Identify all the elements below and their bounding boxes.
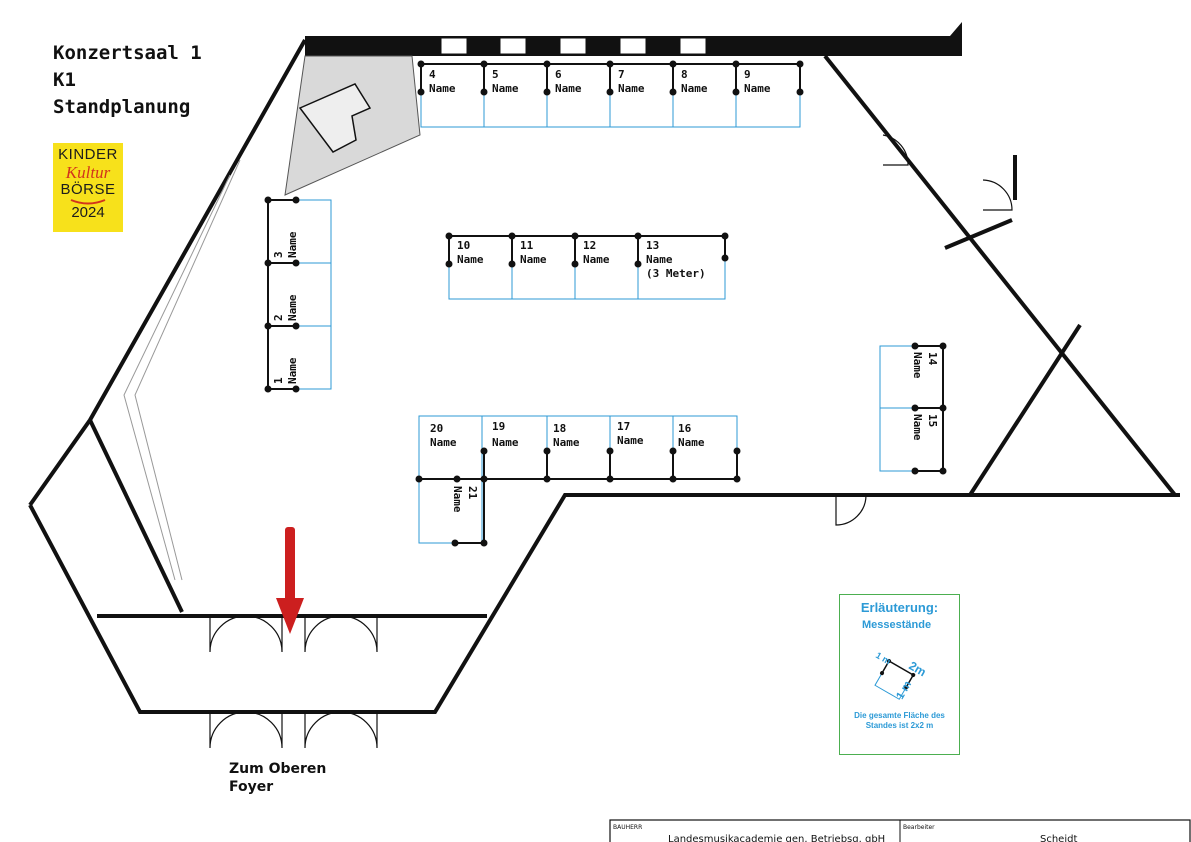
stand-20-number: 20 (430, 422, 443, 435)
stands-column-right: 14 Name 15 Name (879, 342, 947, 475)
stand-13-number: 13 (646, 239, 659, 252)
stand-2-number: 2 (272, 314, 285, 321)
legend-title: Erläuterung: (860, 600, 939, 615)
stand-8-label: Name (681, 82, 708, 95)
inner-lines (123, 159, 241, 581)
stand-6-number: 6 (555, 68, 562, 81)
logo-line-2: Kultur (65, 163, 111, 182)
stand-4-number: 4 (429, 68, 436, 81)
stand-5-label: Name (492, 82, 519, 95)
stand-17-number: 17 (617, 420, 630, 433)
legend-note: Die gesamte Fläche des Standes ist 2x2 m (854, 711, 945, 730)
stand-1-number: 1 (272, 377, 285, 384)
stand-3-label: Name (286, 231, 299, 258)
stand-20-label: Name (430, 436, 457, 449)
title-block: BAUHERR Landesmusikacademie gen. Betrieb… (609, 819, 1191, 842)
stand-10-label: Name (457, 253, 484, 266)
title-block-value-1: Landesmusikacademie gen. Betriebsg. gbH (668, 834, 885, 842)
title-block-label-2: Bearbeiter (903, 824, 935, 831)
stand-13-note: (3 Meter) (646, 267, 706, 280)
stand-4-label: Name (429, 82, 456, 95)
stand-19-number: 19 (492, 420, 505, 433)
stand-21-number: 21 (466, 486, 479, 500)
stand-12-label: Name (583, 253, 610, 266)
stand-7-label: Name (618, 82, 645, 95)
stand-5-number: 5 (492, 68, 499, 81)
stand-14-label: Name (911, 352, 924, 379)
title-block-label-1: BAUHERR (613, 824, 642, 831)
stand-11-label: Name (520, 253, 547, 266)
doors (209, 134, 1013, 749)
page-title: Konzertsaal 1 K1 Standplanung (53, 40, 202, 121)
title-line-1: Konzertsaal 1 (53, 42, 202, 64)
windows (440, 37, 707, 55)
logo-year: 2024 (71, 204, 105, 221)
stand-16-label: Name (678, 436, 705, 449)
stand-18-label: Name (553, 436, 580, 449)
smile-icon (70, 199, 106, 205)
entrance-label-line-1: Zum Oberen (229, 761, 327, 777)
legend-stand-diagram: 2m 1 m 1 m (874, 650, 929, 701)
stand-14-number: 14 (926, 352, 939, 366)
stands-column-left: 3 Name 2 Name 1 Name (264, 196, 332, 393)
stand-8-number: 8 (681, 68, 688, 81)
stand-11-number: 11 (520, 239, 534, 252)
stand-9-label: Name (744, 82, 771, 95)
stand-15-label: Name (911, 414, 924, 441)
stand-18-number: 18 (553, 422, 566, 435)
stand-3-number: 3 (272, 251, 285, 258)
stand-9-number: 9 (744, 68, 751, 81)
title-line-2: K1 (53, 69, 76, 91)
stand-10-number: 10 (457, 239, 470, 252)
stand-12-number: 12 (583, 239, 596, 252)
entrance-arrow-icon (276, 527, 304, 634)
kinder-kultur-boerse-logo: KINDER Kultur BÖRSE 2024 (53, 143, 123, 232)
logo-line-1: KINDER (58, 146, 118, 163)
stand-19-label: Name (492, 436, 519, 449)
hall-walls (28, 39, 1180, 714)
stand-21-label: Name (451, 486, 464, 513)
stand-15-number: 15 (926, 414, 939, 427)
stand-7-number: 7 (618, 68, 625, 81)
stand-13-label: Name (646, 253, 673, 266)
legend-subtitle: Messestände (862, 619, 932, 631)
stand-1-label: Name (286, 357, 299, 384)
entrance-label-line-2: Foyer (229, 779, 274, 795)
stand-2-label: Name (286, 294, 299, 321)
stand-16-number: 16 (678, 422, 692, 435)
stand-17-label: Name (617, 434, 644, 447)
title-line-3: Standplanung (53, 96, 191, 118)
entrance-label: Zum Oberen Foyer (229, 760, 326, 796)
stand-6-label: Name (555, 82, 582, 95)
title-block-value-2: Scheidt (1040, 834, 1077, 842)
logo-line-3: BÖRSE (60, 181, 116, 198)
legend-box: Erläuterung: Messestände 2m 1 m 1 m Die … (839, 594, 960, 755)
piano-icon (298, 83, 372, 153)
